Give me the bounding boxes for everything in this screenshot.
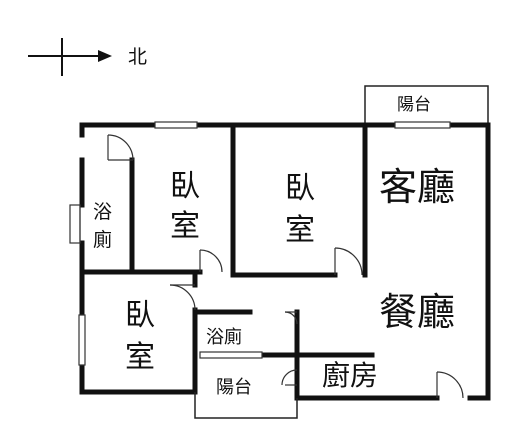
- north-arrow-icon: [28, 38, 112, 76]
- room-label-kitchen: 廚房: [322, 359, 378, 392]
- room-label-bathroom-1-a: 浴: [93, 201, 112, 223]
- balcony-top-outline: [364, 85, 489, 125]
- north-label: 北: [128, 46, 147, 68]
- room-label-balcony-bottom: 陽台: [216, 377, 252, 398]
- room-label-bedroom-3-a: 臥: [125, 298, 155, 333]
- room-label-living-room: 客廳: [379, 165, 455, 209]
- room-label-bathroom-1-b: 廁: [93, 228, 112, 251]
- door-swings: [107, 134, 464, 399]
- windows: [69, 121, 451, 366]
- room-label-bedroom-1-b: 室: [170, 209, 200, 244]
- room-label-dining-room: 餐廳: [379, 290, 455, 334]
- balcony-bottom-outline: [194, 392, 298, 419]
- room-label-bedroom-1-a: 臥: [170, 169, 200, 204]
- room-label-bedroom-2-a: 臥: [285, 171, 315, 206]
- room-label-bathroom-2: 浴廁: [206, 326, 242, 348]
- room-label-bedroom-3-b: 室: [125, 340, 155, 375]
- room-label-balcony-top: 陽台: [397, 95, 431, 115]
- room-label-bedroom-2-b: 室: [285, 213, 315, 248]
- walls: [79, 122, 491, 401]
